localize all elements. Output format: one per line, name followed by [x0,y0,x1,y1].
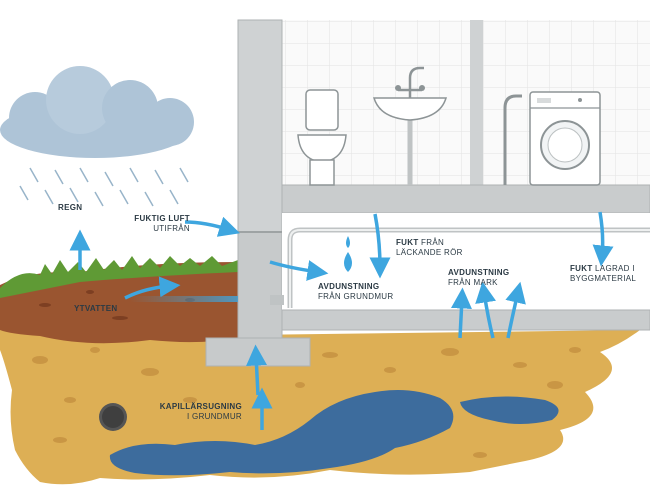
soil-texture [32,347,581,463]
label-fukt-ror-sub: LÄCKANDE RÖR [396,248,463,257]
label-regn-text: REGN [58,203,83,212]
label-fuktig-luft: FUKTIG LUFT UTIFRÅN [104,214,190,234]
label-avd-grundmur-sub: FRÅN GRUNDMUR [318,292,394,301]
toilet-icon [297,89,347,186]
label-ytvatten-text: YTVATTEN [74,304,118,313]
sink-icon [372,66,448,121]
label-fukt-lagrad-rest: LAGRAD I [592,264,635,273]
label-avdunstning-grundmur: AVDUNSTNING FRÅN GRUNDMUR [318,282,393,302]
label-fukt-lagrad-title: FUKT [570,264,593,273]
label-fukt-ror: FUKT FRÅN LÄCKANDE RÖR [396,238,463,258]
floor-slab [281,184,650,214]
foundation-wall [237,231,283,341]
groundwater-pool-small [460,396,559,424]
label-ytvatten: YTVATTEN [74,304,117,314]
label-avd-mark-sub: FRÅN MARK [448,278,498,287]
label-fukt-lagrad: FUKT LAGRAD I BYGGMATERIAL [570,264,636,284]
washing-machine-icon [503,91,601,186]
ground-slab [281,309,650,331]
label-fukt-lagrad-sub: BYGGMATERIAL [570,274,637,283]
label-kapillar-sub: I GRUNDMUR [187,412,242,421]
label-avdunstning-mark: AVDUNSTNING FRÅN MARK [448,268,509,288]
arrows [69,211,614,430]
label-kapillarsugning: KAPILLÄRSUGNING I GRUNDMUR [150,402,242,422]
label-fuktig-luft-sub: UTIFRÅN [153,224,190,233]
rain-icon [19,167,189,207]
label-fukt-ror-title: FUKT [396,238,419,247]
water-drop-icon [344,236,352,272]
label-fuktig-luft-title: FUKTIG LUFT [134,214,190,223]
label-fukt-ror-rest: FRÅN [418,238,445,247]
interior-column [470,20,483,185]
label-avd-mark-title: AVDUNSTNING [448,268,510,277]
cloud-icon [0,66,194,158]
groundwater-pool [109,390,454,476]
label-regn: REGN [58,203,82,213]
grass [0,256,238,298]
exterior-wall [237,19,283,233]
label-kapillar-title: KAPILLÄRSUGNING [159,402,242,411]
label-avd-grundmur-title: AVDUNSTNING [318,282,380,291]
